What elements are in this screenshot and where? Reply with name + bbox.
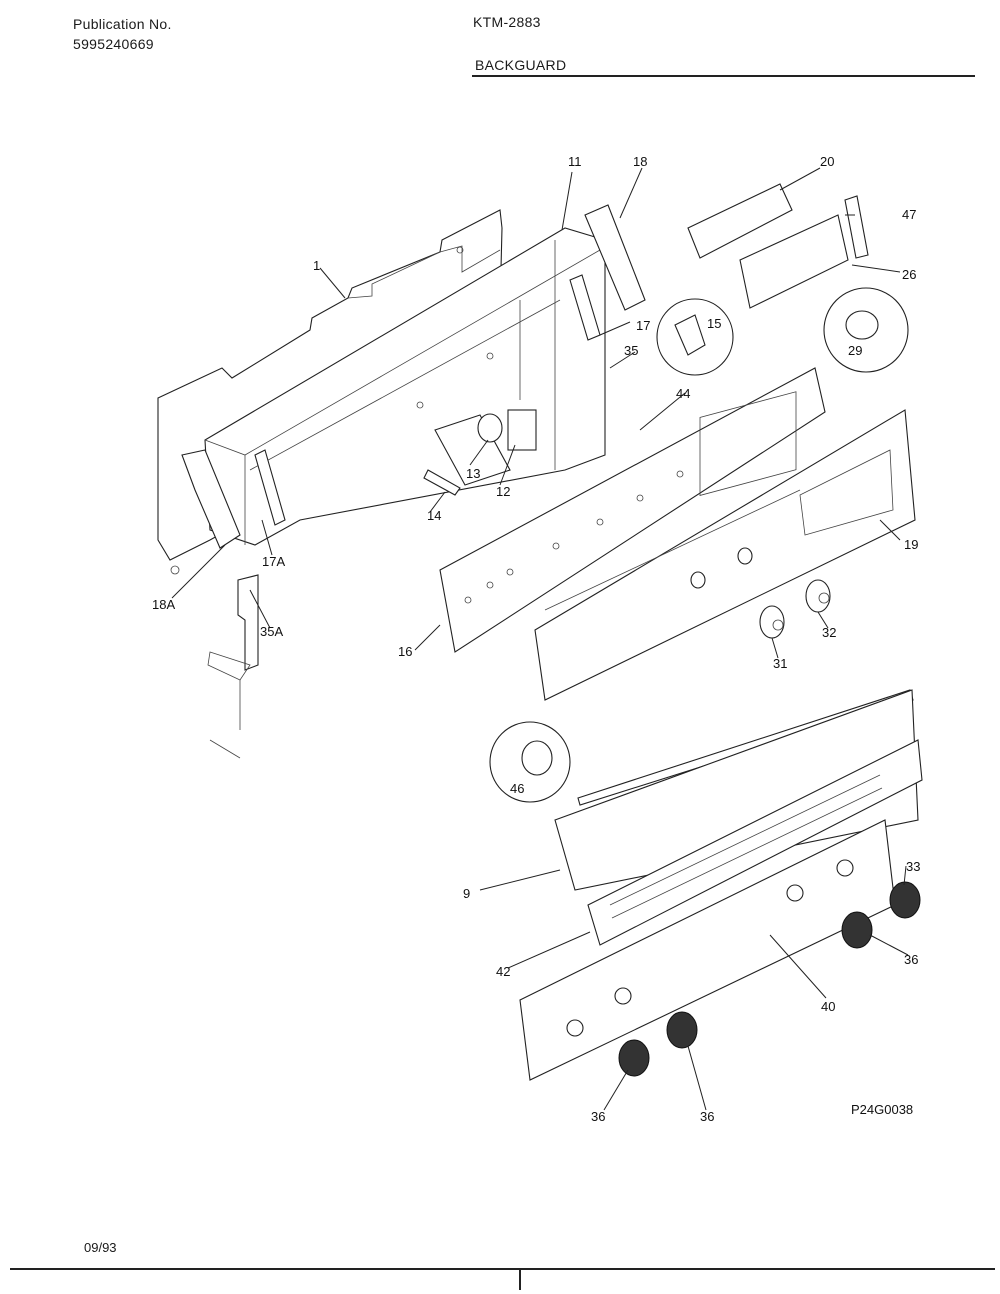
plate-26 [739,214,849,309]
control-panel [439,367,826,653]
burner-knob-36b [666,1011,698,1049]
callout-44: 44 [676,386,690,401]
knob-32 [805,579,831,613]
figure-id: P24G0038 [851,1102,913,1117]
callout-36-left: 36 [591,1109,605,1124]
callout-14: 14 [427,508,441,523]
callout-9: 9 [463,886,470,901]
burner-knob-36c [618,1039,650,1077]
bracket-35a [237,574,259,671]
callout-46: 46 [510,781,524,796]
callout-20: 20 [820,154,834,169]
callout-47: 47 [902,207,916,222]
callout-11: 11 [568,154,582,169]
footer-rule [10,1268,995,1270]
bracket-17a [254,449,286,526]
callout-33: 33 [906,859,920,874]
burner-knob-36a [841,911,873,949]
vent-42 [587,739,923,946]
end-cap-right [584,204,646,311]
publication-number: 5995240669 [73,36,154,52]
section-title: BACKGUARD [475,57,567,73]
publication-label: Publication No. [73,16,172,32]
switch-assembly [423,409,537,496]
model-number: KTM-2883 [473,14,541,30]
callout-36-right: 36 [904,952,918,967]
burner-knob-33 [889,881,921,919]
clock-20 [687,183,793,259]
callout-35a: 35A [260,624,283,639]
callout-17: 17 [636,318,650,333]
footer-tick [519,1268,521,1290]
callout-42: 42 [496,964,510,979]
header-rule [472,75,975,77]
callout-16: 16 [398,644,412,659]
callout-26: 26 [902,267,916,282]
callout-36-middle: 36 [700,1109,714,1124]
callout-15: 15 [707,316,721,331]
knob-31 [759,605,785,639]
bracket-47 [844,195,869,259]
callout-17a: 17A [262,554,285,569]
end-cap-left [181,449,241,549]
callout-29: 29 [848,343,862,358]
callout-12: 12 [496,484,510,499]
callout-13: 13 [466,466,480,481]
callout-1: 1 [313,258,320,273]
callout-35: 35 [624,343,638,358]
callout-19: 19 [904,537,918,552]
callout-31: 31 [773,656,787,671]
callout-32: 32 [822,625,836,640]
manifold-panel-40 [519,819,896,1081]
rail-9 [554,689,919,891]
callout-18: 18 [633,154,647,169]
revision-date: 09/93 [84,1240,117,1255]
callout-40: 40 [821,999,835,1014]
callout-18a: 18A [152,597,175,612]
overlay-panel [534,409,916,701]
